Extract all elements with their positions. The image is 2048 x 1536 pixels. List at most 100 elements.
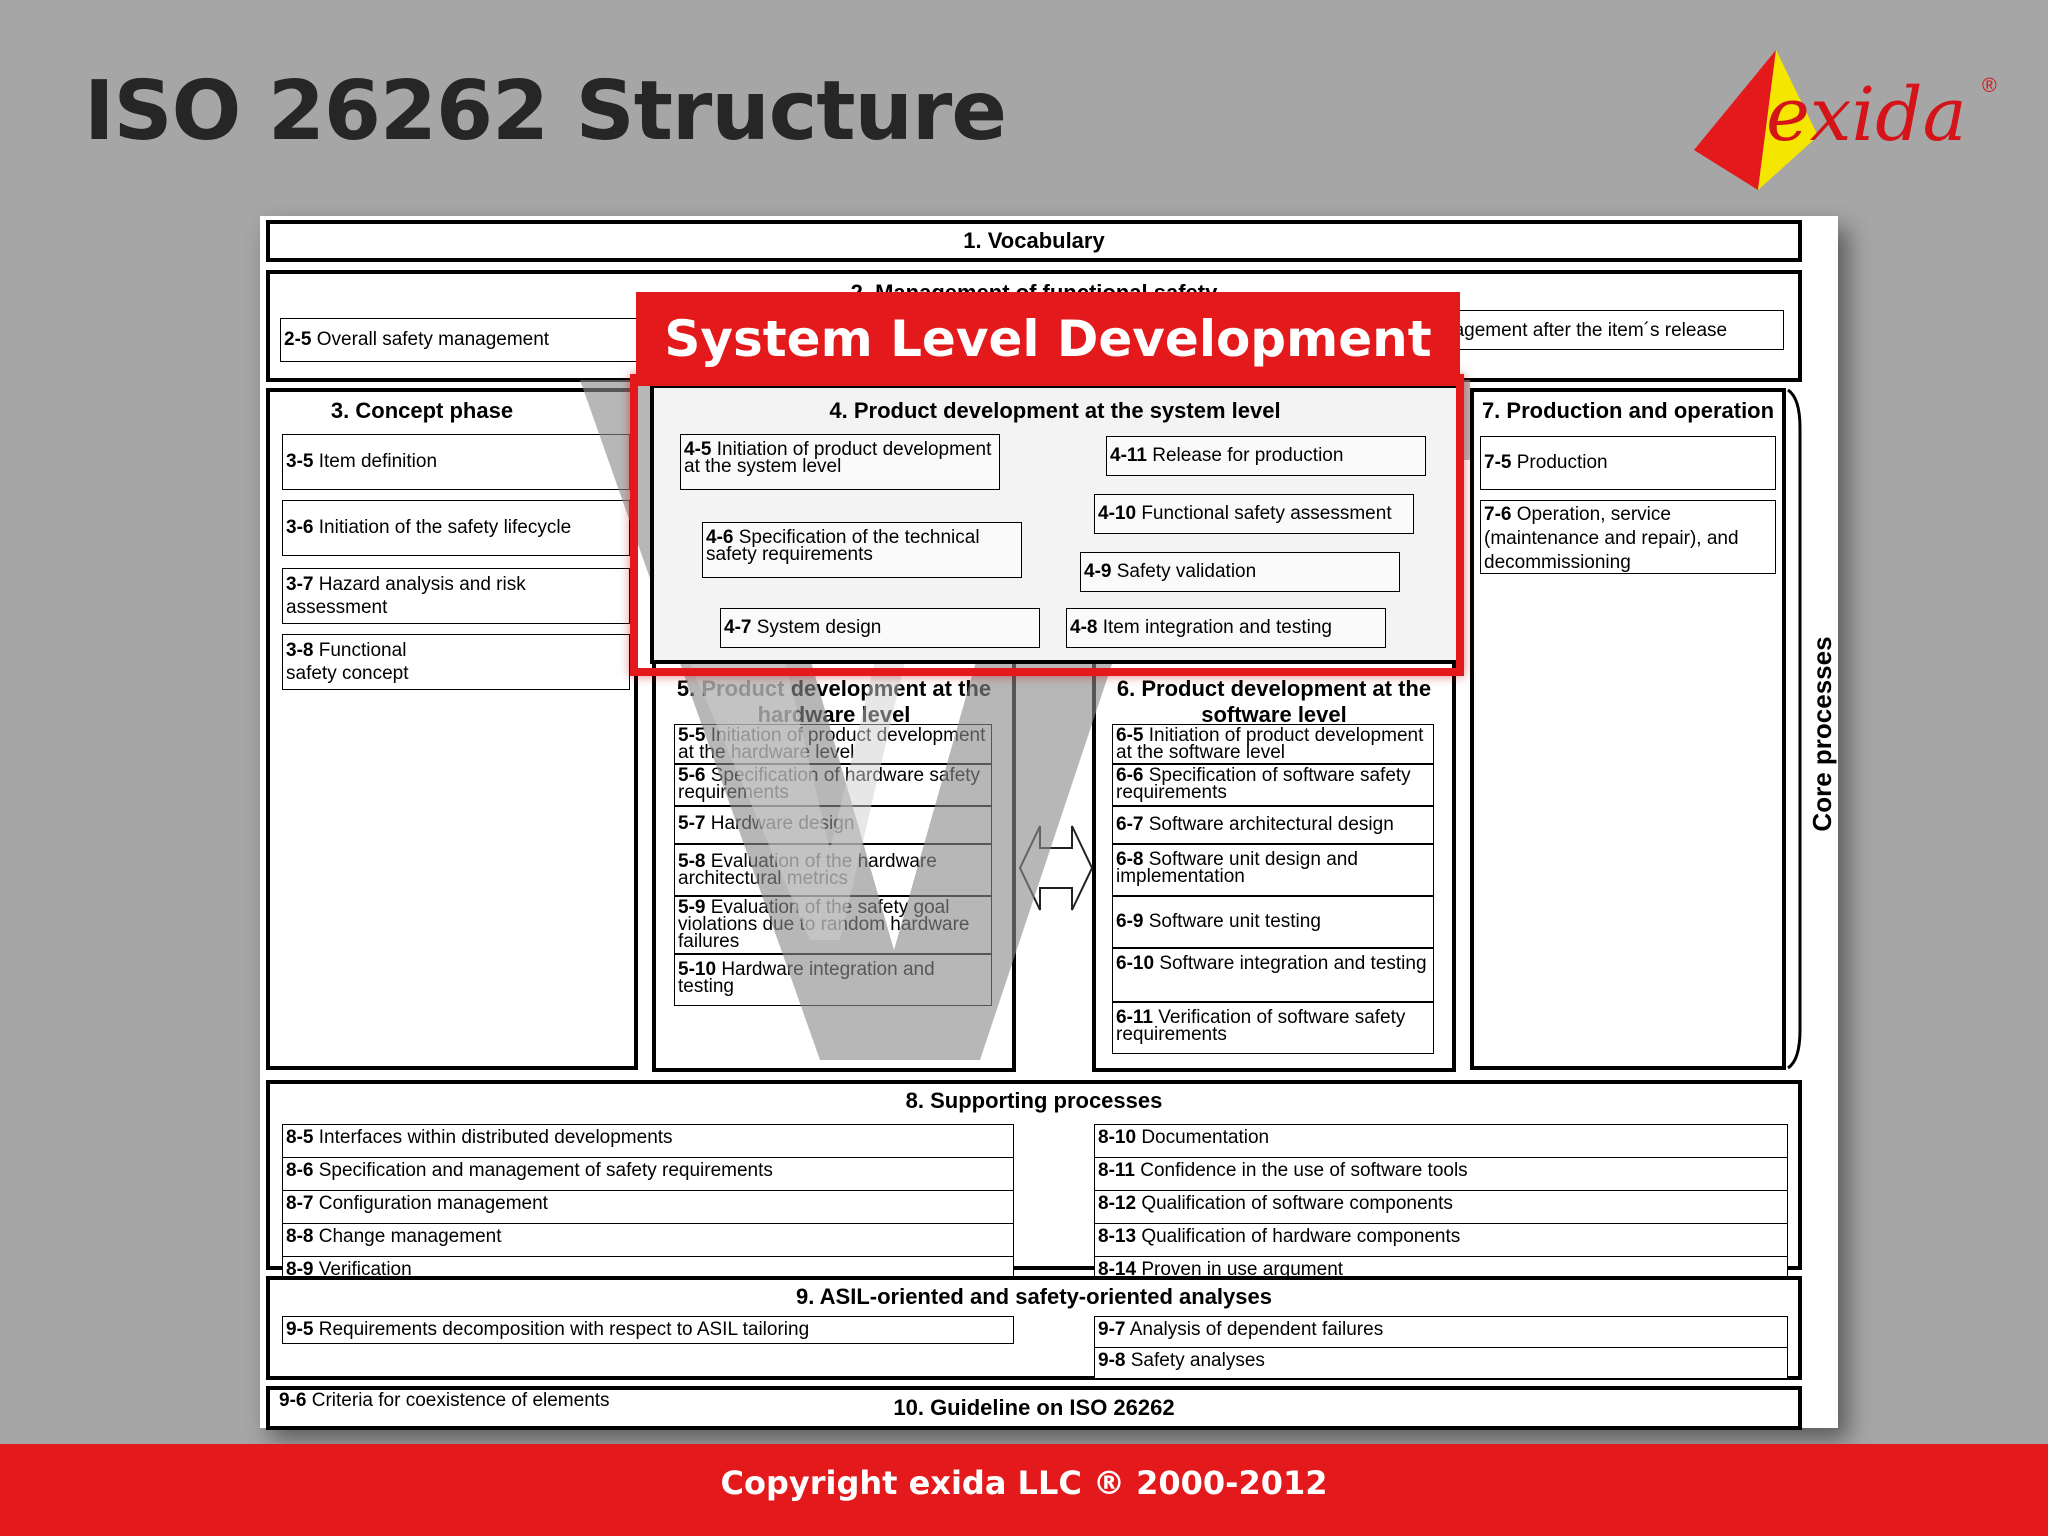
software-title-line1: 6. Product development at the xyxy=(1116,676,1432,701)
vocabulary-title: 1. Vocabulary xyxy=(963,228,1105,253)
item-text: Analysis of dependent failures xyxy=(1129,1319,1384,1340)
item-text: Change management xyxy=(318,1226,502,1247)
item-3-8: 3-8 Functional safety concept xyxy=(282,634,630,690)
item-number: 8-11 xyxy=(1098,1160,1135,1181)
item-4-7: 4-7 System design xyxy=(720,608,1040,648)
item-text: Software integration and testing xyxy=(1159,953,1427,974)
item-3-7: 3-7 Hazard analysis and risk assessment xyxy=(282,568,630,624)
item-6-11: 6-11 Verification of software safety req… xyxy=(1112,1002,1434,1054)
item-8-8: 8-8 Change management xyxy=(282,1224,1014,1257)
item-number: 5-7 xyxy=(678,813,706,834)
item-number: 4-10 xyxy=(1098,503,1137,524)
item-9-5: 9-5 Requirements decomposition with resp… xyxy=(282,1316,1014,1344)
item-number: 9-5 xyxy=(286,1319,314,1340)
item-8-5: 8-5 Interfaces within distributed develo… xyxy=(282,1124,1014,1158)
item-text: Hazard analysis and risk assessment xyxy=(286,574,526,618)
item-9-6: 9-6 Criteria for coexistence of elements xyxy=(276,1386,676,1416)
item-5-6: 5-6 Specification of hardware safety req… xyxy=(674,764,992,806)
item-5-9: 5-9 Evaluation of the safety goal violat… xyxy=(674,896,992,954)
item-9-8: 9-8 Safety analyses xyxy=(1094,1348,1788,1379)
item-number: 9-7 xyxy=(1098,1319,1126,1340)
item-5-5: 5-5 Initiation of product development at… xyxy=(674,724,992,764)
part-3-concept: 3. Concept phase xyxy=(266,388,638,1070)
item-text: Safety validation xyxy=(1116,561,1257,582)
item-8-13: 8-13 Qualification of hardware component… xyxy=(1094,1224,1788,1257)
exida-logo-text: exida xyxy=(1766,72,1967,158)
supporting-title: 8. Supporting processes xyxy=(905,1088,1163,1113)
item-text: Hardware design xyxy=(710,813,855,834)
item-number: 8-7 xyxy=(286,1193,314,1214)
item-text: Safety analyses xyxy=(1130,1350,1265,1371)
slide-title: ISO 26262 Structure xyxy=(84,64,1007,159)
item-4-9: 4-9 Safety validation xyxy=(1080,552,1400,592)
item-6-5: 6-5 Initiation of product development at… xyxy=(1112,724,1434,764)
part-1-vocabulary: 1. Vocabulary xyxy=(266,220,1802,262)
item-text: Software unit design and implementation xyxy=(1116,849,1358,887)
item-number: 8-12 xyxy=(1098,1193,1137,1214)
item-number: 9-6 xyxy=(279,1390,307,1411)
item-text: Initiation of the safety lifecycle xyxy=(318,517,572,538)
item-number: 8-14 xyxy=(1098,1259,1137,1280)
supporting-left-list: 8-5 Interfaces within distributed develo… xyxy=(282,1124,1014,1290)
item-number: 6-7 xyxy=(1116,814,1144,835)
item-text: Interfaces within distributed developmen… xyxy=(318,1127,673,1148)
item-number: 2-5 xyxy=(284,329,312,350)
part-10-guideline: 10. Guideline on ISO 26262 xyxy=(266,1386,1802,1430)
concept-title: 3. Concept phase xyxy=(330,398,514,423)
item-text: Production xyxy=(1516,452,1608,473)
core-processes-bracket xyxy=(1787,388,1802,1070)
item-text: Initiation of product development at the… xyxy=(684,439,992,477)
footer-bar xyxy=(0,1444,2048,1536)
item-4-5: 4-5 Initiation of product development at… xyxy=(680,434,1000,490)
item-number: 6-9 xyxy=(1116,911,1144,932)
item-6-7: 6-7 Software architectural design xyxy=(1112,806,1434,844)
item-5-10: 5-10 Hardware integration and testing xyxy=(674,954,992,1006)
item-number: 8-13 xyxy=(1098,1226,1137,1247)
item-number: 7-5 xyxy=(1484,452,1512,473)
item-text: Evaluation of the safety goal violations… xyxy=(678,897,970,952)
item-3-5: 3-5 Item definition xyxy=(282,434,630,490)
item-number: 8-9 xyxy=(286,1259,314,1280)
guideline-title: 10. Guideline on ISO 26262 xyxy=(893,1395,1175,1420)
item-number: 3-8 xyxy=(286,640,314,661)
system-level-banner: System Level Development xyxy=(636,292,1460,386)
item-text: Specification and management of safety r… xyxy=(318,1160,773,1181)
system-title: 4. Product development at the system lev… xyxy=(829,398,1281,423)
item-6-8: 6-8 Software unit design and implementat… xyxy=(1112,844,1434,896)
item-text: Software unit testing xyxy=(1148,911,1321,932)
item-7-6: 7-6 Operation, service (maintenance and … xyxy=(1480,500,1776,574)
item-number: 6-10 xyxy=(1116,953,1155,974)
item-text: Specification of software safety require… xyxy=(1116,765,1411,803)
item-number: 8-8 xyxy=(286,1226,314,1247)
item-4-8: 4-8 Item integration and testing xyxy=(1066,608,1386,648)
exida-logo-graphic: exida ® xyxy=(1694,50,1997,190)
item-8-6: 8-6 Specification and management of safe… xyxy=(282,1158,1014,1191)
item-text: Specification of the technical safety re… xyxy=(706,527,980,565)
item-6-6: 6-6 Specification of software safety req… xyxy=(1112,764,1434,806)
item-text: Qualification of hardware components xyxy=(1141,1226,1461,1247)
item-text: Hardware integration and testing xyxy=(678,959,935,997)
item-number: 3-5 xyxy=(286,451,314,472)
core-processes-label: Core processes xyxy=(1807,636,1837,832)
item-text: nagement after the item´s release xyxy=(1443,320,1728,341)
exida-logo: exida ® xyxy=(1680,40,2010,200)
item-text: Verification xyxy=(318,1259,412,1280)
item-text: Item integration and testing xyxy=(1102,617,1332,638)
item-text: Qualification of software components xyxy=(1141,1193,1453,1214)
item-6-10: 6-10 Software integration and testing xyxy=(1112,948,1434,1002)
hw-sw-interface-arrow xyxy=(1018,825,1094,911)
item-text: Overall safety management xyxy=(316,329,550,350)
item-number: 4-5 xyxy=(684,439,712,460)
item-number: 4-7 xyxy=(724,617,752,638)
item-text: Initiation of product development at the… xyxy=(1116,725,1424,763)
item-text: Operation, service (maintenance and repa… xyxy=(1484,504,1739,573)
item-number: 3-6 xyxy=(286,517,314,538)
item-text: Requirements decomposition with respect … xyxy=(318,1319,810,1340)
item-text: Specification of hardware safety require… xyxy=(678,765,981,803)
item-3-6: 3-6 Initiation of the safety lifecycle xyxy=(282,500,630,556)
item-number: 8-6 xyxy=(286,1160,314,1181)
item-text: Initiation of product development at the… xyxy=(678,725,986,763)
item-text: Proven in use argument xyxy=(1141,1259,1344,1280)
item-text: Documentation xyxy=(1141,1127,1270,1148)
item-2-7-partial: nagement after the item´s release xyxy=(1440,310,1784,350)
